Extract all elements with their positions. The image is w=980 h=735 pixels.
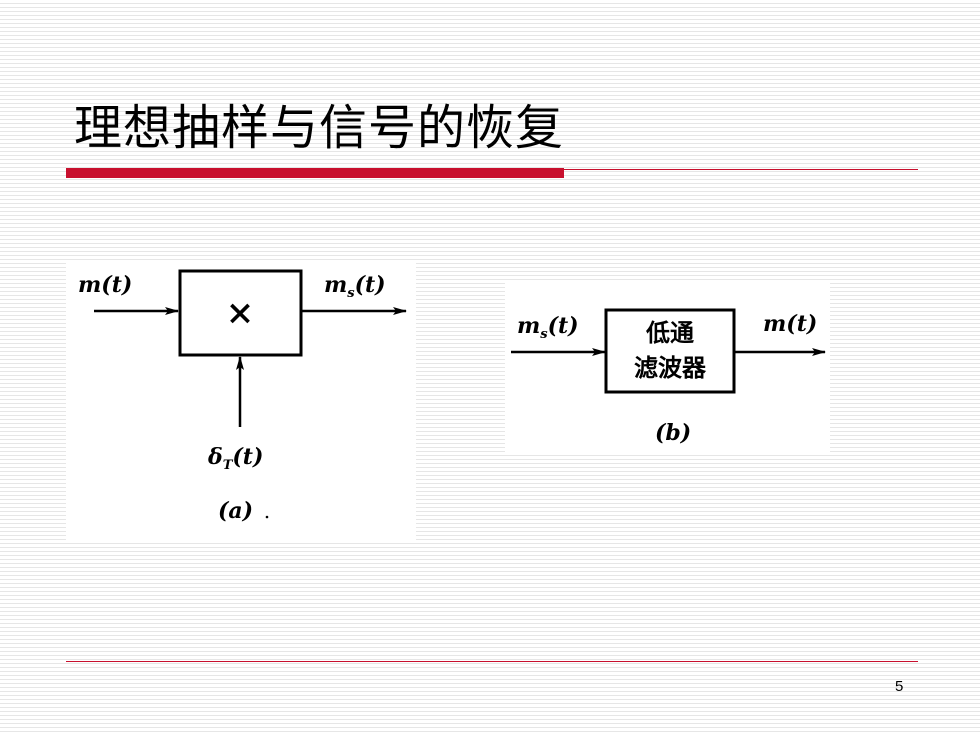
lpf-text-line1: 低通 [645,319,694,347]
title-underline-thin [564,169,918,170]
lpf-input-arg: (t) [548,313,579,339]
input-label: m(t) [78,272,132,298]
output-label-main: m [324,272,347,298]
lpf-input-sub: s [540,327,548,342]
lowpass-diagram-svg: 低通 滤波器 ms(t) m(t) (b) [511,308,826,446]
caption-a: (a) [218,498,253,524]
multiply-symbol: × [226,293,255,333]
lpf-input-main: m [517,313,540,339]
sampler-diagram-svg: × m(t) ms(t) δT(t) (a) [78,269,407,524]
lpf-input-label: ms(t) [517,313,579,342]
slide-title: 理想抽样与信号的恢复 [74,100,565,156]
pulse-label: δT(t) [207,444,263,473]
sampler-diagram: × m(t) ms(t) δT(t) (a) [66,262,416,540]
lpf-text-line2: 滤波器 [634,354,707,382]
output-label-sub: s [347,286,355,301]
multiplier-block [178,269,303,357]
lowpass-diagram: 低通 滤波器 ms(t) m(t) (b) [505,283,830,453]
caption-b: (b) [655,420,691,446]
stray-dot [265,515,269,519]
footer-rule [66,661,918,662]
page-number: 5 [895,678,904,695]
lpf-output-label: m(t) [763,311,817,337]
output-label: ms(t) [324,272,386,301]
output-label-arg: (t) [355,272,386,298]
pulse-label-main: δ [207,444,223,470]
pulse-label-sub: T [223,458,234,473]
pulse-label-arg: (t) [232,444,263,470]
title-underline-thick [66,168,564,178]
